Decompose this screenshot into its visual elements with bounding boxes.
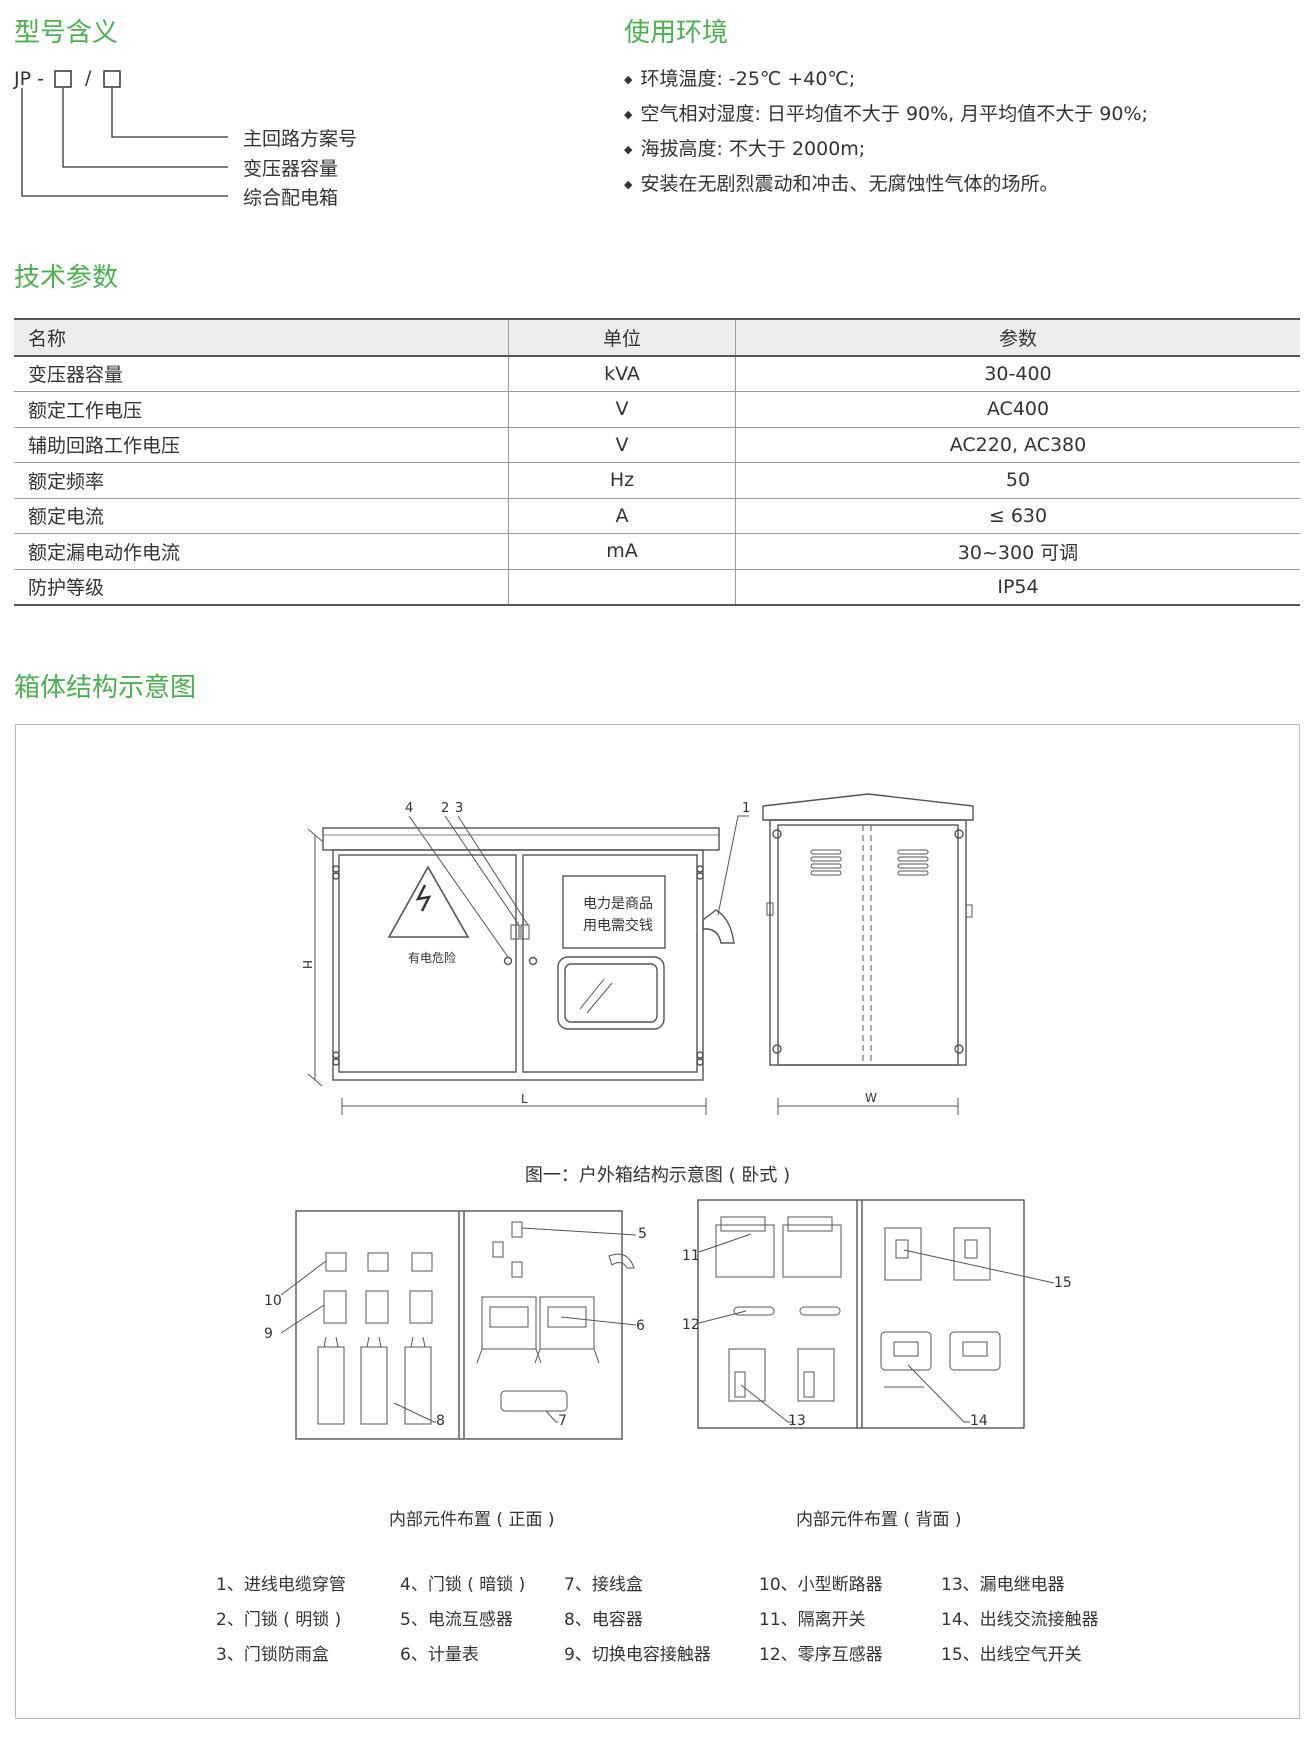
cell-value: IP54 (735, 569, 1300, 606)
tech-params-table: 名称 单位 参数 变压器容量 kVA 30-400 额定工作电压 V AC400… (14, 318, 1300, 606)
notice-line-1: 电力是商品 (583, 896, 653, 912)
legend-item: 9、切换电容接触器 (564, 1645, 711, 1665)
cell-unit (508, 569, 736, 606)
legend-item: 12、零序互感器 (759, 1645, 883, 1665)
legend-item: 7、接线盒 (564, 1575, 643, 1595)
cell-name: 辅助回路工作电压 (14, 427, 509, 463)
header-value: 参数 (735, 318, 1300, 357)
cell-value: 30~300 可调 (735, 533, 1300, 570)
model-code-diagram (21, 70, 228, 197)
model-label-box: 综合配电箱 (243, 187, 339, 209)
dim-w-label: W (865, 1091, 877, 1105)
env-item: 环境温度: -25℃ +40℃; (624, 63, 1148, 98)
legend-item: 6、计量表 (400, 1645, 479, 1665)
table-row: 变压器容量 kVA 30-400 (14, 355, 1300, 392)
cell-name: 额定电流 (14, 498, 509, 534)
cell-value: AC400 (735, 391, 1300, 428)
env-item: 空气相对湿度: 日平均值不大于 90%, 月平均值不大于 90%; (624, 98, 1147, 133)
back-callout-13: 13 (788, 1413, 806, 1429)
cell-unit: V (508, 391, 736, 428)
cell-name: 额定频率 (14, 462, 509, 499)
legend-item: 1、进线电缆穿管 (216, 1575, 346, 1595)
table-row: 辅助回路工作电压 V AC220, AC380 (14, 427, 1300, 463)
warning-text: 有电危险 (408, 950, 456, 965)
legend-item: 11、隔离开关 (759, 1610, 866, 1630)
front-callout-6: 6 (636, 1318, 645, 1334)
env-item: 安装在无剧烈震动和冲击、无腐蚀性气体的场所。 (624, 168, 1148, 203)
layout-back-caption: 内部元件布置 ( 背面 ) (796, 1510, 962, 1530)
model-section-title: 型号含义 (14, 18, 119, 48)
dim-h-label: H (300, 960, 314, 969)
table-row: 防护等级 IP54 (14, 569, 1300, 606)
cell-name: 额定工作电压 (14, 391, 509, 428)
legend-col-5: 13、漏电继电器 14、出线交流接触器 15、出线空气开关 (941, 1568, 1099, 1673)
notice-line-2: 用电需交钱 (583, 917, 653, 934)
header-unit: 单位 (508, 318, 736, 357)
front-callout-10: 10 (264, 1293, 282, 1309)
table-row: 额定漏电动作电流 mA 30~300 可调 (14, 533, 1300, 570)
legend-item: 15、出线空气开关 (941, 1645, 1082, 1665)
structure-diagram-frame: 有电危险 电力是商品 用电需交钱 H L W 4 2 3 1 5 10 9 6 … (15, 724, 1300, 1719)
legend-item: 4、门锁 ( 暗锁 ) (400, 1575, 526, 1595)
legend-item: 5、电流互感器 (400, 1610, 513, 1630)
front-callout-7: 7 (558, 1413, 567, 1429)
legend-item: 13、漏电继电器 (941, 1575, 1065, 1595)
legend-col-3: 7、接线盒 8、电容器 9、切换电容接触器 (564, 1568, 711, 1673)
callout-2: 2 (441, 801, 449, 816)
model-label-scheme: 主回路方案号 (243, 128, 358, 150)
outdoor-box-side-view (762, 793, 974, 1115)
front-callout-5: 5 (638, 1226, 647, 1242)
figure1-caption: 图一：户外箱结构示意图 ( 卧式 ) (524, 1165, 791, 1186)
header-name: 名称 (14, 318, 509, 357)
back-callout-15: 15 (1054, 1275, 1072, 1291)
callout-4: 4 (405, 801, 413, 816)
back-callout-11: 11 (682, 1248, 700, 1264)
structure-drawing: 有电危险 电力是商品 用电需交钱 H L W 4 2 3 1 5 10 9 6 … (264, 793, 1072, 1440)
layout-front-caption: 内部元件布置 ( 正面 ) (389, 1510, 555, 1530)
callout-3: 3 (455, 801, 463, 816)
table-row: 额定电流 A ≤ 630 (14, 498, 1300, 534)
legend-col-2: 4、门锁 ( 暗锁 ) 5、电流互感器 6、计量表 (400, 1568, 525, 1673)
cell-value: 50 (735, 462, 1300, 499)
cell-unit: V (508, 427, 736, 463)
model-code-slash: / (85, 67, 92, 89)
front-callout-8: 8 (436, 1413, 445, 1429)
cell-name: 额定漏电动作电流 (14, 533, 509, 570)
legend-col-4: 10、小型断路器 11、隔离开关 12、零序互感器 (759, 1568, 883, 1673)
legend-item: 2、门锁 ( 明锁 ) (216, 1610, 342, 1630)
table-row: 额定频率 Hz 50 (14, 462, 1300, 499)
model-label-capacity: 变压器容量 (243, 158, 339, 180)
env-item: 海拔高度: 不大于 2000m; (624, 133, 1148, 168)
back-callout-12: 12 (682, 1317, 700, 1333)
internal-layout-back (697, 1199, 1055, 1429)
cell-value: AC220, AC380 (735, 427, 1300, 463)
cell-name: 变压器容量 (14, 355, 509, 392)
env-section-title: 使用环境 (624, 18, 729, 48)
callout-1: 1 (742, 801, 750, 816)
cell-unit: Hz (508, 462, 736, 499)
tech-section-title: 技术参数 (14, 263, 119, 293)
back-callout-14: 14 (970, 1413, 988, 1429)
legend-item: 3、门锁防雨盒 (216, 1645, 329, 1665)
cell-value: 30-400 (735, 355, 1300, 392)
structure-section-title: 箱体结构示意图 (14, 673, 197, 703)
table-row: 额定工作电压 V AC400 (14, 391, 1300, 428)
front-callout-9: 9 (264, 1326, 273, 1342)
cell-name: 防护等级 (14, 569, 509, 606)
cell-unit: A (508, 498, 736, 534)
legend-item: 14、出线交流接触器 (941, 1610, 1099, 1630)
cell-value: ≤ 630 (735, 498, 1300, 534)
table-header-row: 名称 单位 参数 (14, 318, 1300, 357)
cell-unit: kVA (508, 355, 736, 392)
legend-item: 10、小型断路器 (759, 1575, 883, 1595)
legend-item: 8、电容器 (564, 1610, 643, 1630)
cell-unit: mA (508, 533, 736, 570)
model-code-prefix: JP - (14, 68, 44, 90)
dim-l-label: L (521, 1092, 528, 1106)
internal-layout-front (280, 1210, 637, 1440)
legend-col-1: 1、进线电缆穿管 2、门锁 ( 明锁 ) 3、门锁防雨盒 (216, 1568, 346, 1673)
env-list: 环境温度: -25℃ +40℃; 空气相对湿度: 日平均值不大于 90%, 月平… (624, 63, 1148, 203)
outdoor-box-front-view (307, 815, 749, 1115)
